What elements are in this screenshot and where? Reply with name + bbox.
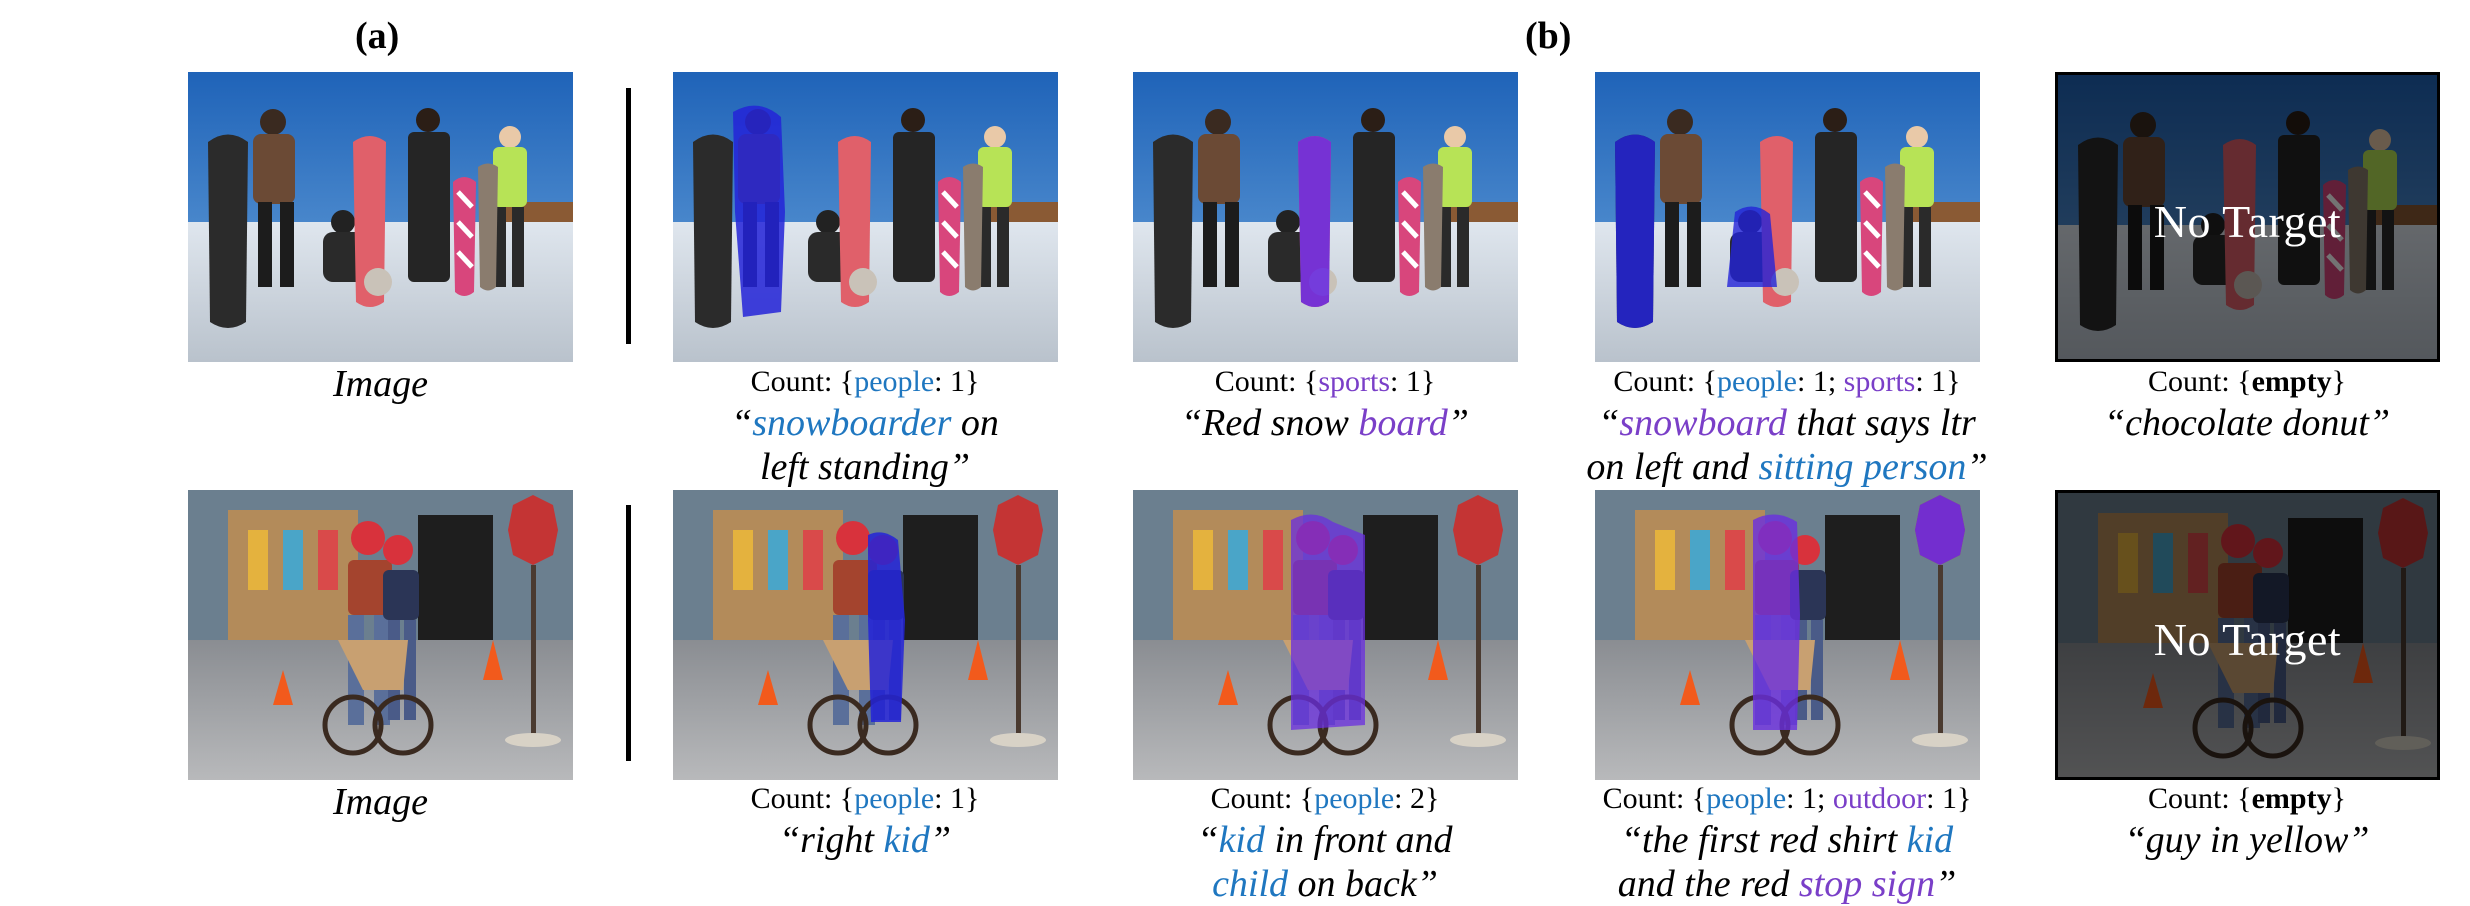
count-line: Count: {people: 1; outdoor: 1} xyxy=(1602,782,1972,815)
count-line: Count: {sports: 1} xyxy=(1214,365,1436,398)
mask-image-right-kid xyxy=(673,490,1058,780)
referring-phrase: “guy in yellow” xyxy=(2124,819,2370,861)
count-line: Count: {people: 1; sports: 1} xyxy=(1613,365,1961,398)
segmentation-mask xyxy=(1915,495,1965,565)
divider-line-bottom xyxy=(626,505,631,761)
caption-r1-c2: Count: {sports: 1} “Red snow board” xyxy=(1025,365,1625,445)
segmentation-mask xyxy=(1727,206,1777,287)
no-target-image-street: No Target xyxy=(2055,490,2440,780)
panel-label-b: (b) xyxy=(1525,15,1572,57)
caption-r2-c4: Count: {empty} “guy in yellow” xyxy=(1947,782,2470,862)
mask-image-snowboarder xyxy=(673,72,1058,362)
segmentation-mask xyxy=(1291,514,1365,730)
caption-r1-c3: Count: {people: 1; sports: 1} “snowboard… xyxy=(1487,365,2087,489)
panel-label-a: (a) xyxy=(355,15,400,57)
mask-image-board-and-person xyxy=(1595,72,1980,362)
segmentation-mask xyxy=(868,532,905,722)
source-image-snow xyxy=(188,72,573,362)
no-target-label: No Target xyxy=(2153,196,2342,247)
segmentation-mask xyxy=(1615,134,1655,328)
count-line: Count: {people: 2} xyxy=(1210,782,1440,815)
divider-line-top xyxy=(626,88,631,344)
no-target-label: No Target xyxy=(2153,614,2342,665)
referring-phrase: “right kid” xyxy=(778,819,952,861)
image-caption: Image xyxy=(333,781,428,823)
image-caption: Image xyxy=(333,363,428,405)
caption-r1-c4: Count: {empty} “chocolate donut” xyxy=(1947,365,2470,445)
referring-phrase: “Red snow board” xyxy=(1181,402,1469,444)
referring-phrase: “chocolate donut” xyxy=(2103,402,2391,444)
mask-image-two-kids xyxy=(1133,490,1518,780)
segmentation-mask xyxy=(1298,136,1331,307)
mask-image-red-board xyxy=(1133,72,1518,362)
segmentation-mask xyxy=(733,105,785,317)
count-line: Count: {empty} xyxy=(2148,365,2346,398)
caption-r2-c1: Count: {people: 1} “right kid” xyxy=(565,782,1165,862)
segmentation-mask xyxy=(1753,514,1800,730)
count-line: Count: {people: 1} xyxy=(750,782,980,815)
mask-image-kid-and-sign xyxy=(1595,490,1980,780)
count-line: Count: {people: 1} xyxy=(750,365,980,398)
count-line: Count: {empty} xyxy=(2148,782,2346,815)
source-image-street xyxy=(188,490,573,780)
no-target-image-snow: No Target xyxy=(2055,72,2440,362)
